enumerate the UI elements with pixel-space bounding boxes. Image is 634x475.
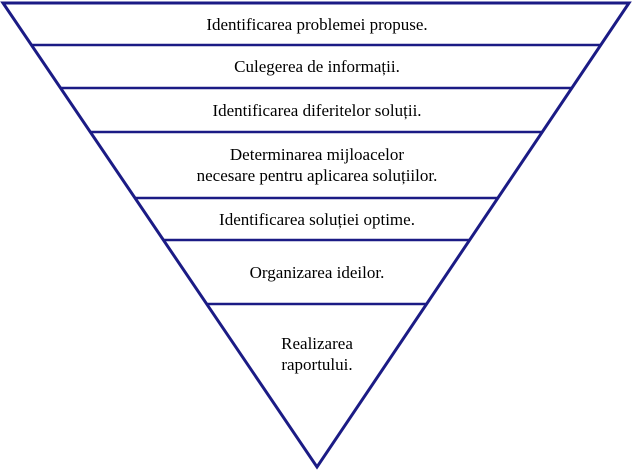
pyramid-outline bbox=[0, 1, 632, 470]
pyramid-graphic bbox=[0, 1, 632, 470]
inverted-pyramid-diagram: Identificarea problemei propuse. Culeger… bbox=[0, 1, 632, 470]
